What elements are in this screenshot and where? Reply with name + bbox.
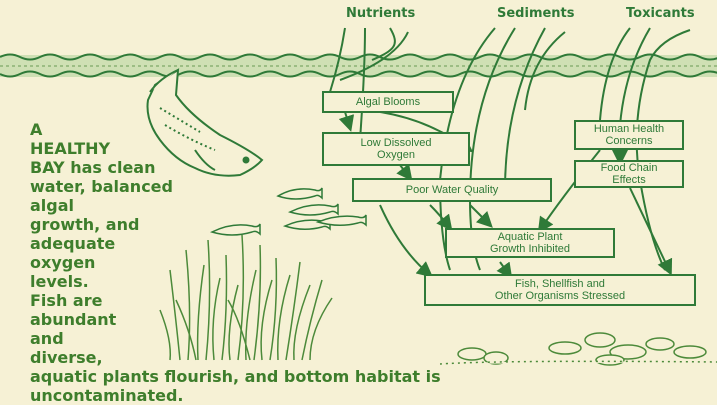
effect-box-human-health: Human Health Concerns [574, 120, 684, 150]
source-label-sediments: Sediments [497, 6, 575, 21]
healthy-bay-line: levels. [30, 272, 441, 291]
effect-label-algal-blooms: Algal Blooms [356, 96, 420, 108]
healthy-bay-text: A HEALTHY BAY has clean water, balanced … [30, 120, 441, 405]
effect-box-organisms-stressed: Fish, Shellfish and Other Organisms Stre… [424, 274, 696, 306]
healthy-bay-line: aquatic plants flourish, and bottom habi… [30, 367, 441, 386]
healthy-bay-line: HEALTHY [30, 139, 441, 158]
effect-label-organisms-stressed-1: Fish, Shellfish and [515, 278, 605, 290]
source-label-nutrients: Nutrients [346, 6, 415, 21]
healthy-bay-line: uncontaminated. [30, 386, 441, 405]
effect-label-aquatic-plant-1: Aquatic Plant [498, 231, 563, 243]
effect-box-aquatic-plant-growth: Aquatic Plant Growth Inhibited [445, 228, 615, 258]
healthy-bay-line: abundant [30, 310, 441, 329]
effect-label-organisms-stressed-2: Other Organisms Stressed [495, 290, 625, 302]
effect-label-food-chain-2: Effects [612, 174, 645, 186]
healthy-bay-line: Fish are [30, 291, 441, 310]
healthy-bay-line: water, balanced [30, 177, 441, 196]
healthy-bay-line: growth, and [30, 215, 441, 234]
effect-label-aquatic-plant-2: Growth Inhibited [490, 243, 570, 255]
effect-label-human-health-1: Human Health [594, 123, 664, 135]
healthy-bay-line: diverse, [30, 348, 441, 367]
healthy-bay-line: A [30, 120, 441, 139]
shellfish-bottom [440, 333, 717, 365]
effect-box-algal-blooms: Algal Blooms [322, 91, 454, 113]
healthy-bay-line: algal [30, 196, 441, 215]
source-label-toxicants: Toxicants [626, 6, 695, 21]
effect-label-human-health-2: Concerns [605, 135, 652, 147]
effect-label-food-chain-1: Food Chain [601, 162, 658, 174]
healthy-bay-line: BAY has clean [30, 158, 441, 177]
effect-box-food-chain: Food Chain Effects [574, 160, 684, 188]
healthy-bay-line: and [30, 329, 441, 348]
healthy-bay-line: adequate [30, 234, 441, 253]
healthy-bay-line: oxygen [30, 253, 441, 272]
